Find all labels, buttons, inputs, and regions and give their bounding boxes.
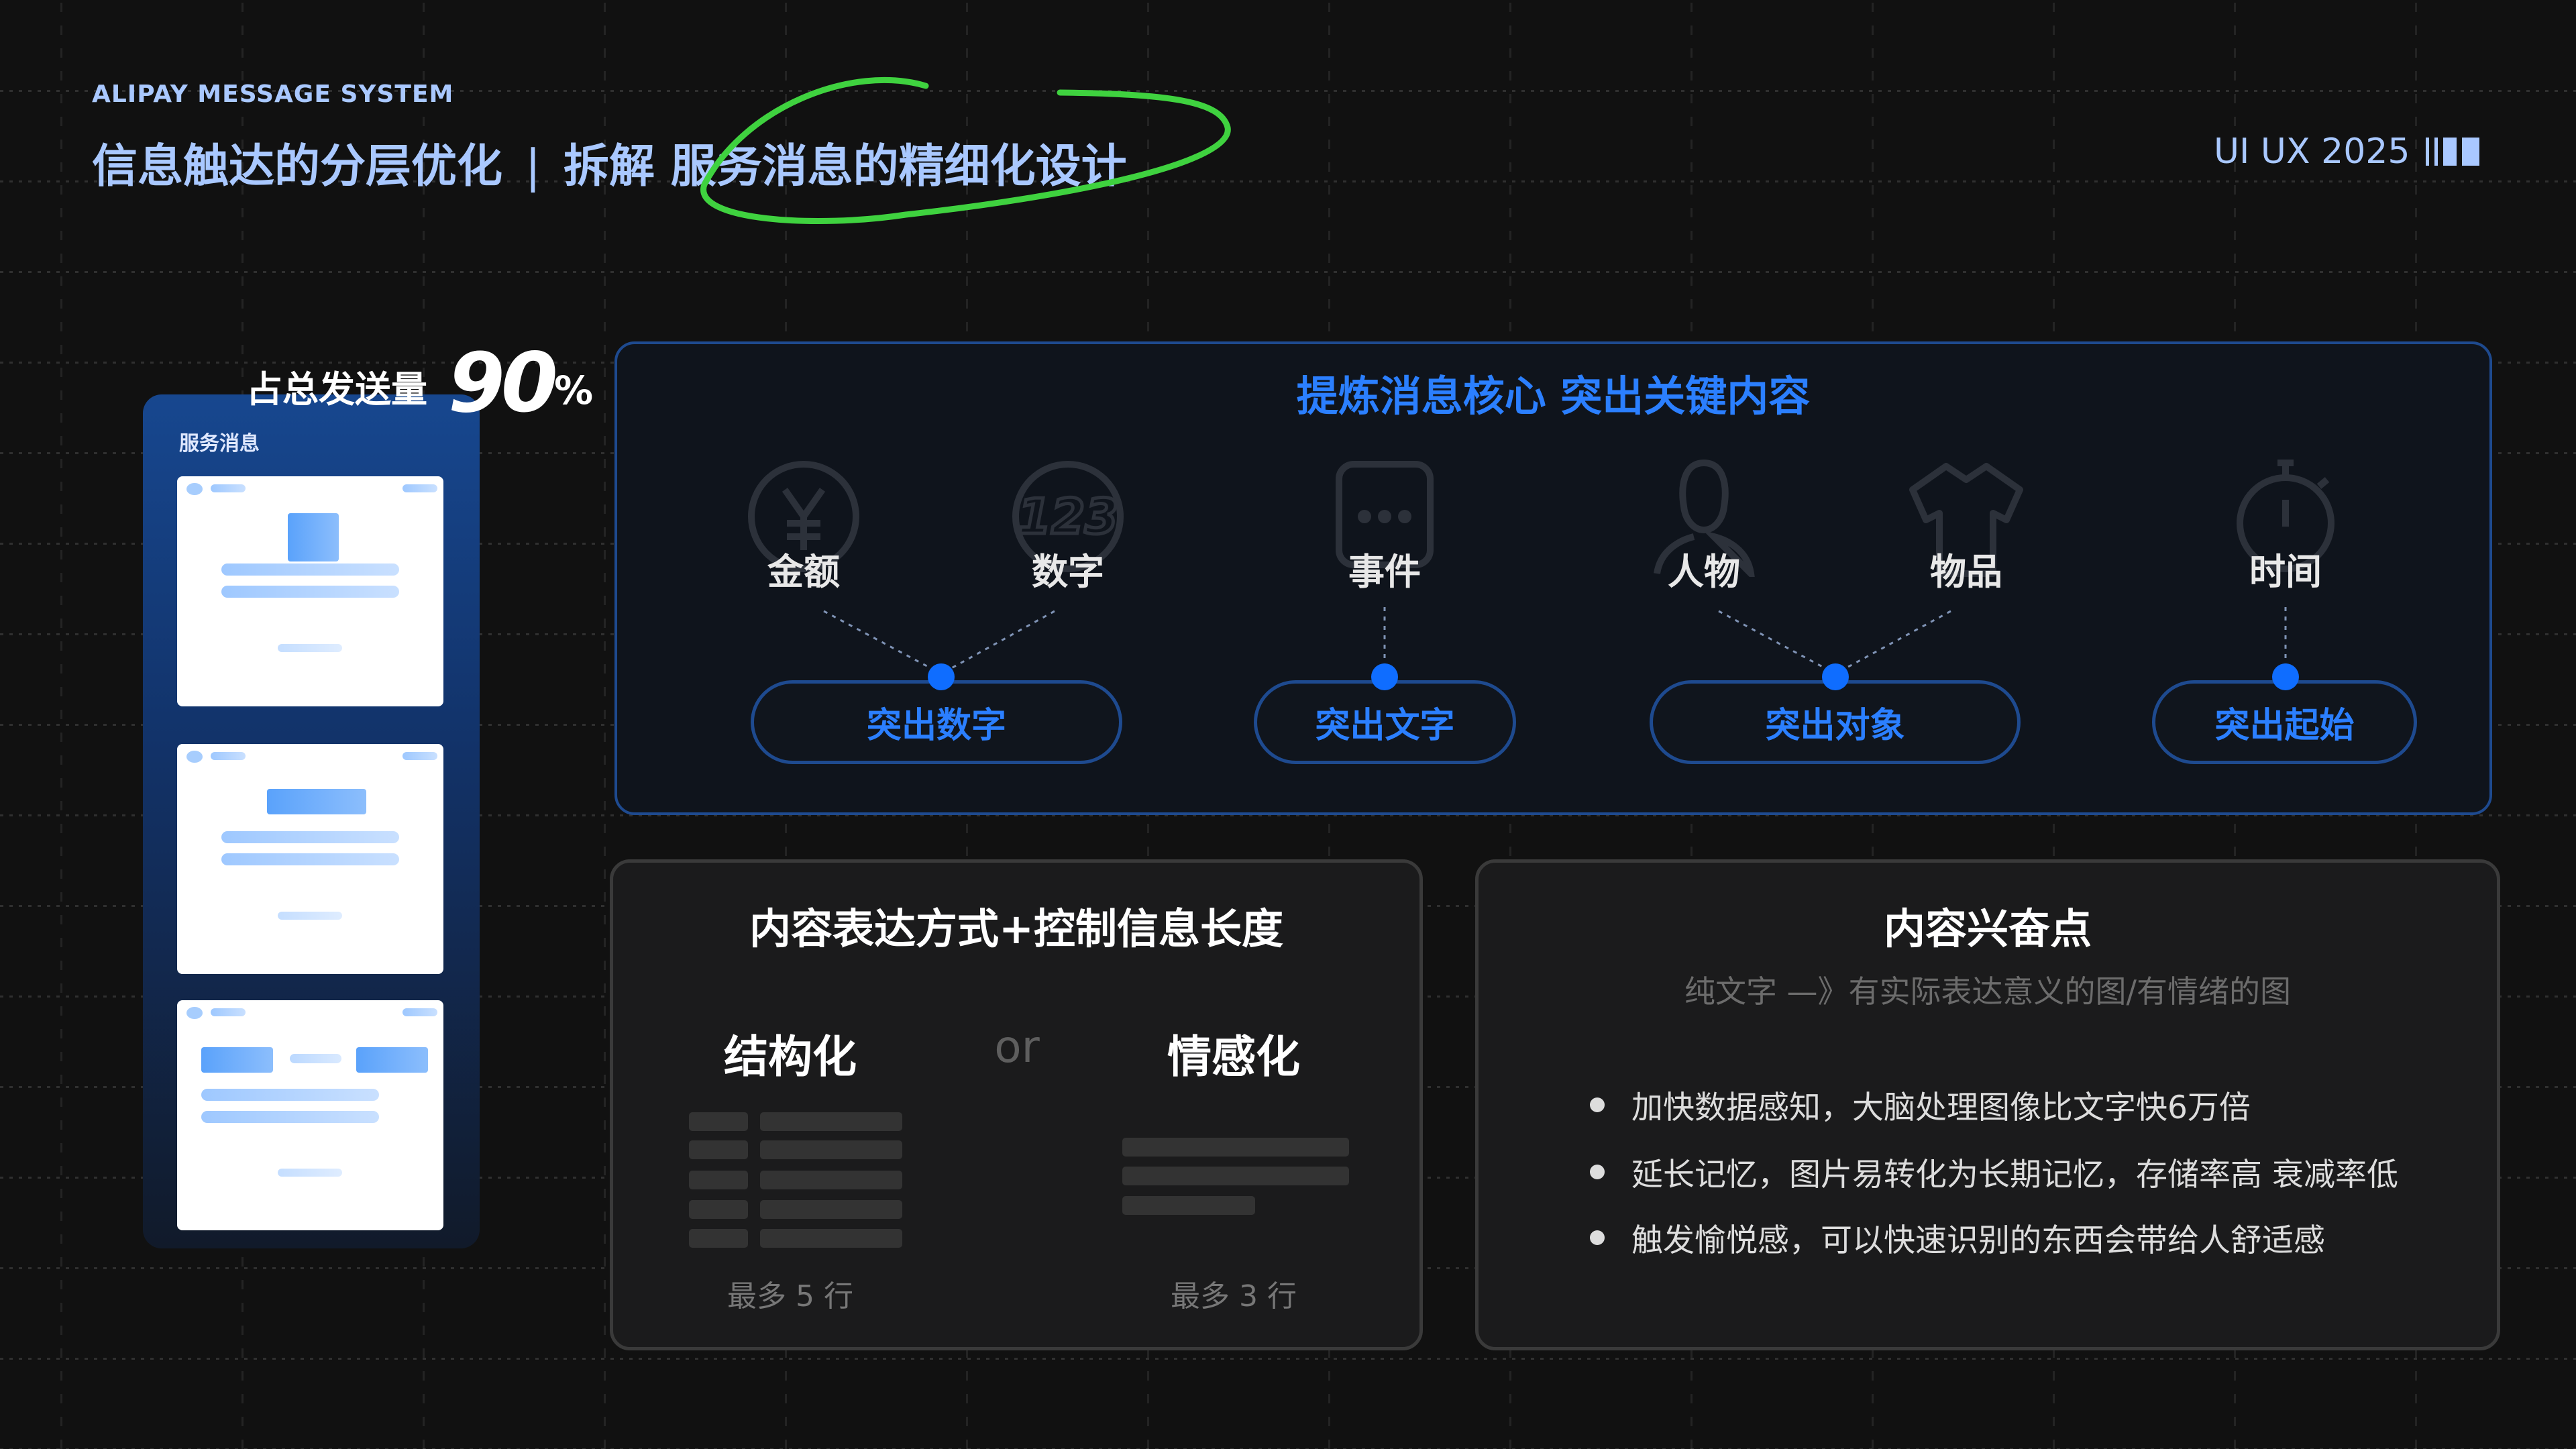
structured-line-placeholder: [760, 1229, 902, 1248]
grid-line: [0, 90, 2576, 92]
connector-dot: [1371, 663, 1398, 690]
item-label-time: 时间: [2249, 551, 2322, 593]
connector-dot: [1822, 663, 1849, 690]
option-structured: 结构化: [724, 1031, 857, 1083]
message-card-text: [177, 744, 443, 974]
option-emotional: 情感化: [1167, 1031, 1300, 1083]
number-123-icon: 123: [1012, 461, 1124, 572]
max-lines-emotional: 最多 3 行: [1171, 1279, 1297, 1313]
bullet-text: 触发愉悦感，可以快速识别的东西会带给人舒适感: [1631, 1222, 2325, 1259]
bullet-dot-icon: [1590, 1164, 1605, 1179]
title-separator: |: [525, 140, 541, 193]
stopwatch-icon: [2237, 460, 2334, 572]
grid-line: [60, 0, 62, 1449]
max-lines-structured: 最多 5 行: [727, 1279, 853, 1313]
item-label-goods: 物品: [1930, 551, 2002, 593]
grid-line: [0, 180, 2576, 182]
highlight-circle-icon: [700, 76, 1231, 224]
stat-unit: %: [554, 368, 594, 413]
item-label-person: 人物: [1668, 551, 1740, 593]
emotional-line-placeholder: [1122, 1167, 1349, 1185]
message-card-image: [177, 476, 443, 706]
structured-line-placeholder: [689, 1229, 748, 1248]
structured-line-placeholder: [760, 1140, 902, 1159]
structured-line-placeholder: [689, 1171, 748, 1189]
bullet-dot-icon: [1590, 1230, 1605, 1245]
tshirt-icon: [1909, 463, 2023, 577]
highlight-object-pill: 突出对象: [1650, 680, 2021, 764]
svg-text:123: 123: [1018, 488, 1118, 545]
title-part1: 信息触达的分层优化: [92, 140, 503, 193]
grid-line: [0, 814, 2576, 816]
title-part2: 拆解: [563, 140, 655, 193]
stat-value: 90: [448, 335, 558, 431]
panel-label: 服务消息: [179, 432, 260, 455]
message-card-object: [177, 1000, 443, 1230]
bullet-text: 延长记忆，图片易转化为长期记忆，存储率高 衰减率低: [1631, 1157, 2398, 1193]
structured-line-placeholder: [689, 1140, 748, 1159]
title-highlight: 服务消息的精细化设计: [670, 140, 1127, 193]
person-icon: [1654, 459, 1755, 577]
grid-line: [604, 0, 606, 1449]
item-label-number: 数字: [1032, 551, 1104, 593]
grid-line: [0, 271, 2576, 273]
bullet-item: 加快数据感知，大脑处理图像比文字快6万倍: [1590, 1081, 2251, 1128]
yuan-icon: [748, 461, 859, 572]
highlight-number-pill: 突出数字: [751, 680, 1122, 764]
key-content-title: 提炼消息核心 突出关键内容: [1296, 372, 1811, 421]
or-label: or: [994, 1021, 1040, 1073]
bullet-text: 加快数据感知，大脑处理图像比文字快6万倍: [1631, 1089, 2251, 1126]
excitement-panel: [1475, 859, 2500, 1350]
eyebrow-label: ALIPAY MESSAGE SYSTEM: [92, 80, 454, 108]
expression-panel-title: 内容表达方式+控制信息长度: [749, 904, 1283, 953]
brand-label: UI UX 2025: [2214, 131, 2410, 172]
brand-mark: UI UX 2025: [2214, 131, 2480, 172]
structured-line-placeholder: [689, 1112, 748, 1131]
expression-panel: [610, 859, 1423, 1350]
structured-line-placeholder: [760, 1112, 902, 1131]
excitement-panel-title: 内容兴奋点: [1883, 904, 2092, 953]
highlight-text-pill: 突出文字: [1254, 680, 1516, 764]
brand-bars-icon: [2426, 138, 2480, 166]
connector-dot: [928, 663, 955, 690]
chat-bubble-icon: [1336, 461, 1434, 568]
page-title: 信息触达的分层优化 | 拆解 服务消息的精细化设计: [92, 129, 1127, 195]
connector-dot: [2272, 663, 2299, 690]
bullet-dot-icon: [1590, 1097, 1605, 1112]
structured-line-placeholder: [760, 1171, 902, 1189]
excitement-subtitle: 纯文字 —》有实际表达意义的图/有情绪的图: [1684, 973, 2292, 1010]
stat-label: 占总发送量: [246, 368, 427, 411]
emotional-line-placeholder: [1122, 1196, 1255, 1215]
highlight-start-pill: 突出起始: [2152, 680, 2417, 764]
bullet-item: 触发愉悦感，可以快速识别的东西会带给人舒适感: [1590, 1214, 2325, 1260]
item-label-amount: 金额: [767, 551, 840, 593]
structured-line-placeholder: [689, 1200, 748, 1219]
emotional-line-placeholder: [1122, 1138, 1349, 1157]
bullet-item: 延长记忆，图片易转化为长期记忆，存储率高 衰减率低: [1590, 1148, 2398, 1195]
item-label-event: 事件: [1348, 551, 1421, 593]
grid-line: [0, 1358, 2576, 1360]
structured-line-placeholder: [760, 1200, 902, 1219]
